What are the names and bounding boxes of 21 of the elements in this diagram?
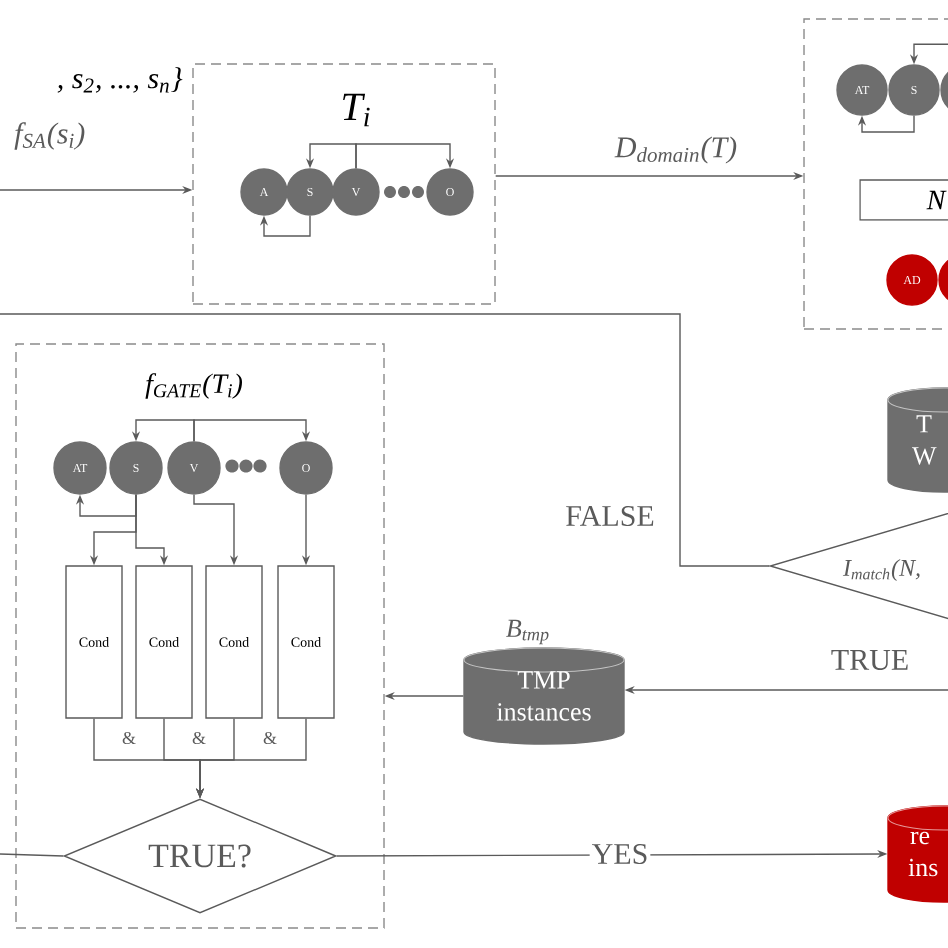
database-cylinder: re ins [887,805,948,903]
arrow [857,115,915,133]
node-caption: B$_{tmp}$ [506,619,549,645]
and-symbol: & [192,731,206,745]
edge-label: f$_{SA}$(s$_{i}$) [12,120,88,152]
edge-label: TRUE [828,648,912,672]
circle-node [938,254,948,306]
edge-label: FALSE [563,503,657,529]
dashed-panel [803,18,948,330]
database-cylinder: TMP instances [463,647,625,745]
formula-label: , s$_{2}$, ..., s$_{n}$} [57,67,183,93]
edge-label: D$_{domain}$(T) [612,134,740,166]
arrow [355,143,455,169]
arrow [193,419,311,442]
label-box: N [859,179,948,221]
arrow [259,215,311,237]
database-cylinder: T W [887,387,948,493]
edge-label: YES [589,841,651,867]
and-symbol: & [122,731,136,745]
and-symbol: & [263,731,277,745]
arrow [75,494,137,517]
